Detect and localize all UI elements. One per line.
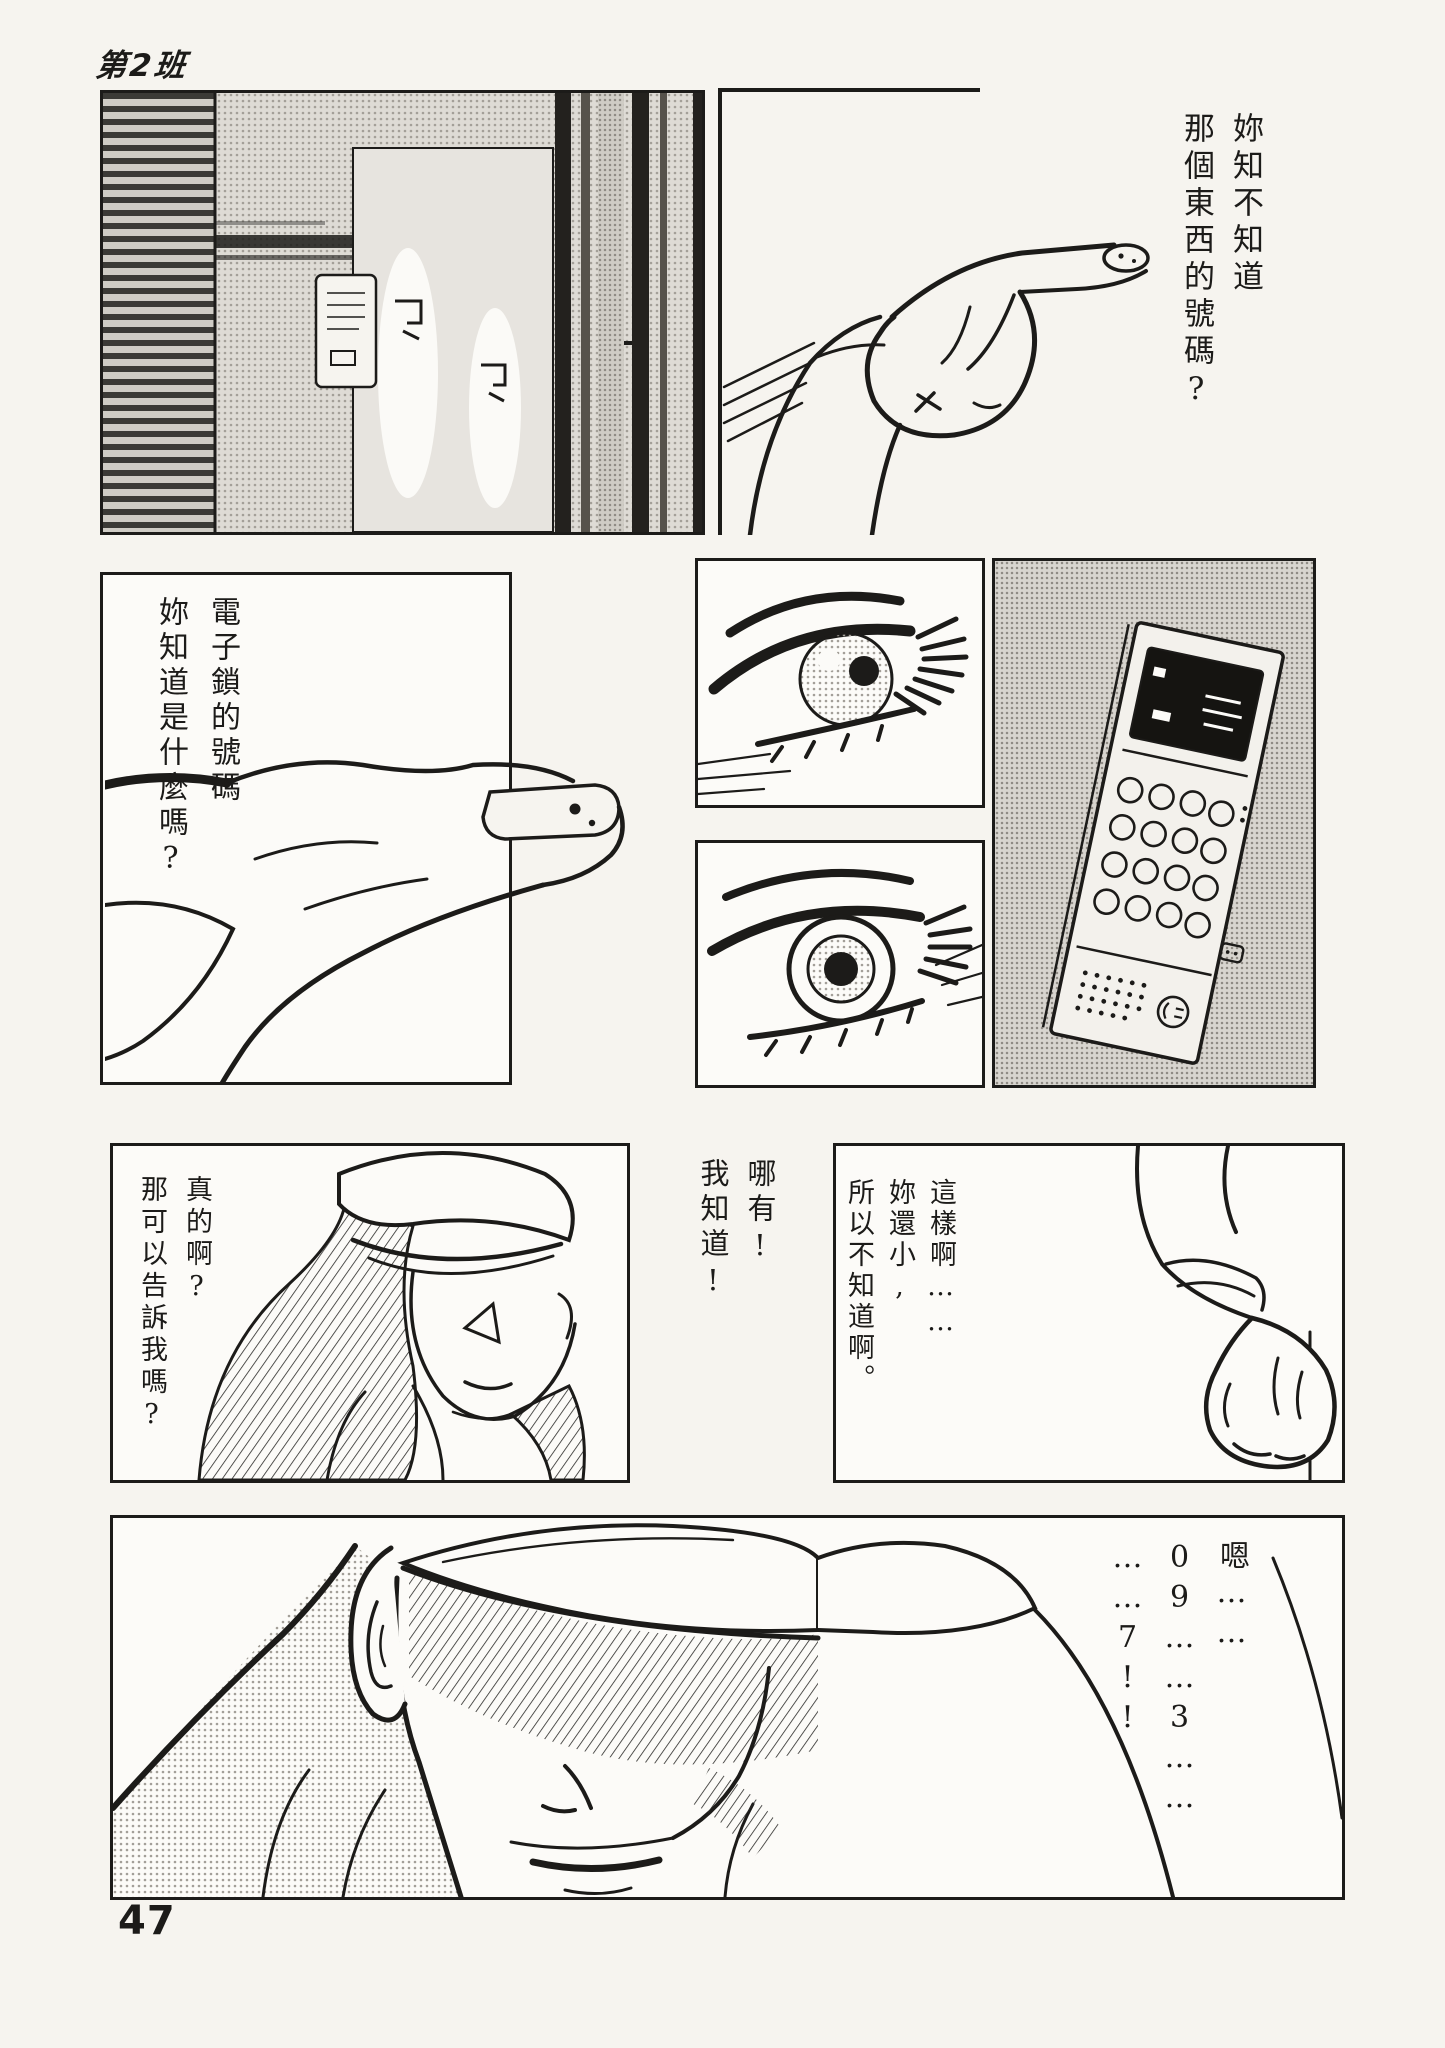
speech-col: 妳還小, [884, 1178, 915, 1306]
speech-really: 真的啊? 那可以告訴我嗎? [136, 1175, 212, 1435]
panel-door-scene [100, 90, 705, 535]
door-scene-drawing [103, 93, 702, 532]
speech-col: 所以不知道啊。 [843, 1178, 874, 1395]
pointing-hand-drawing [722, 242, 1150, 535]
page-number: 47 [118, 1898, 176, 1944]
speech-col: 妳知道是什麼嗎? [153, 596, 188, 881]
speech-recite-digits: 嗯…… 09……3…… ……7!! [1110, 1540, 1249, 1820]
speech-col: 嗯…… [1214, 1540, 1249, 1655]
cap-figure-drawing [197, 1151, 586, 1480]
fist-drawing [1135, 1146, 1337, 1480]
speech-col: 這樣啊…… [925, 1178, 956, 1341]
speech-col: ……7!! [1110, 1540, 1145, 1740]
panel-cap-figure [110, 1143, 630, 1483]
panel-finger-question [100, 572, 512, 1085]
speech-deny: 哪有! 我知道! [696, 1158, 777, 1303]
speech-too-young: 這樣啊…… 妳還小, 所以不知道啊。 [843, 1178, 956, 1395]
eye-upper-drawing [698, 591, 969, 796]
hand-panel-left-border [718, 88, 722, 535]
speech-know-number: 妳知不知道 那個東西的號碼? [1178, 112, 1263, 413]
panel-eye-lower [695, 840, 985, 1088]
giant-finger-drawing [105, 760, 625, 1085]
speech-code-question: 電子鎖的號碼 妳知道是什麼嗎? [153, 596, 240, 881]
face-closeup-drawing [113, 1523, 1342, 1897]
speech-col: 妳知不知道 [1227, 112, 1263, 297]
speech-col: 那個東西的號碼? [1178, 112, 1214, 413]
speech-col: 真的啊? [181, 1175, 212, 1307]
speech-col: 哪有! [743, 1158, 777, 1268]
speech-col: 我知道! [696, 1158, 730, 1303]
intercom-drawing [995, 561, 1313, 1085]
speech-col: 電子鎖的號碼 [205, 596, 240, 806]
speech-col: 那可以告訴我嗎? [136, 1175, 167, 1435]
panel-intercom [992, 558, 1316, 1088]
speech-col: 09……3…… [1162, 1540, 1197, 1820]
panel-face-closeup [110, 1515, 1345, 1900]
panel-eye-upper [695, 558, 985, 808]
panel-fist [833, 1143, 1345, 1483]
eye-lower-drawing [707, 868, 982, 1057]
hand-panel-top-border [718, 88, 980, 92]
chapter-header: 第2班 [93, 48, 191, 84]
